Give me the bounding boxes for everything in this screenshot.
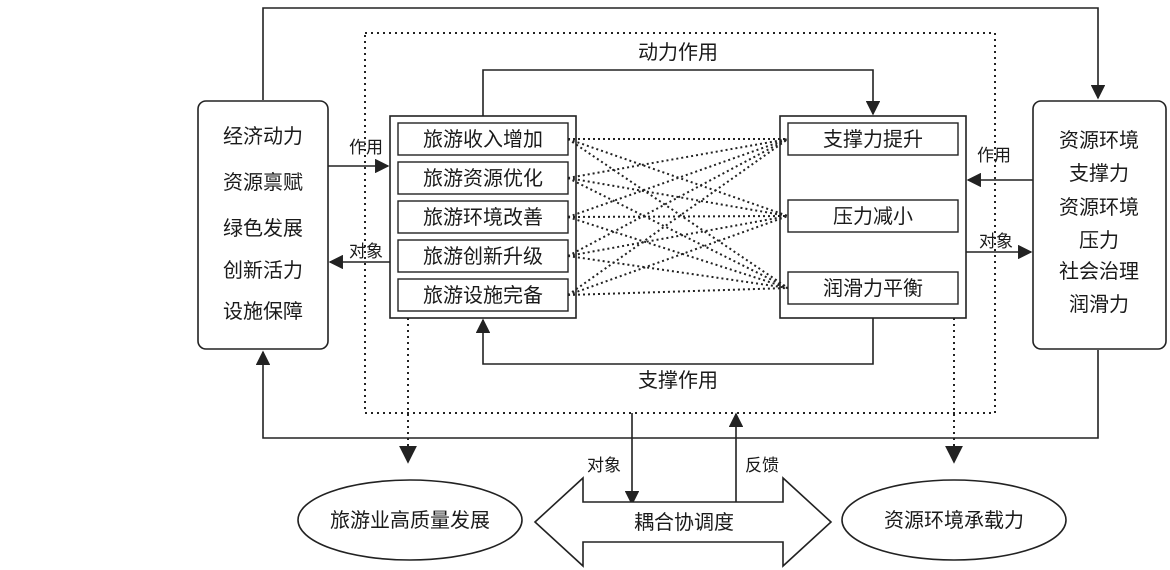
object-bottom-label: 对象 [587, 456, 621, 476]
right-factor: 资源环境 [1059, 128, 1139, 152]
right-factor: 支撑力 [1069, 161, 1129, 185]
left-factor: 绿色发展 [223, 216, 303, 240]
coupling-label: 耦合协调度 [634, 510, 734, 534]
right-factor-box [1032, 100, 1167, 350]
tourism-item: 旅游资源优化 [423, 166, 543, 190]
right-effect-label: 作用 [977, 146, 1011, 166]
right-factor-labels: 资源环境 支撑力 资源环境 压力 社会治理 润滑力 [1059, 128, 1139, 316]
tourism-item: 旅游环境改善 [423, 205, 543, 229]
support-label: 支撑作用 [638, 368, 718, 392]
left-factor-box [197, 100, 329, 350]
power-arrow [482, 69, 881, 116]
left-object-label: 对象 [349, 242, 383, 262]
power-label: 动力作用 [638, 40, 718, 64]
right-factor: 润滑力 [1069, 292, 1129, 316]
right-factor: 资源环境 [1059, 195, 1139, 219]
tourism-output-label: 旅游业高质量发展 [330, 508, 490, 532]
resource-item: 压力减小 [833, 204, 913, 228]
resource-output-ellipse [841, 479, 1067, 561]
left-factor: 设施保障 [223, 299, 303, 323]
resource-item: 润滑力平衡 [823, 276, 923, 300]
tourism-item: 旅游创新升级 [423, 244, 543, 268]
left-factor: 经济动力 [223, 124, 303, 148]
right-factor: 社会治理 [1059, 259, 1139, 283]
right-object-label: 对象 [979, 232, 1013, 252]
left-factor: 创新活力 [223, 258, 303, 282]
resource-item-labels: 支撑力提升 压力减小 润滑力平衡 [823, 127, 923, 300]
bottom-loop-line [255, 350, 1099, 439]
system-boundary [364, 32, 996, 414]
right-factor: 压力 [1079, 228, 1119, 252]
coupling-double-arrow [533, 476, 833, 568]
left-effect-label: 作用 [349, 138, 383, 158]
resource-output-label: 资源环境承载力 [884, 508, 1024, 532]
support-arrow [475, 318, 874, 365]
tourism-item: 旅游设施完备 [423, 283, 543, 307]
top-loop-line [262, 7, 1106, 100]
tourism-item-labels: 旅游收入增加 旅游资源优化 旅游环境改善 旅游创新升级 旅游设施完备 [423, 127, 543, 307]
tourism-item: 旅游收入增加 [423, 127, 543, 151]
resource-item: 支撑力提升 [823, 127, 923, 151]
coupling-links [567, 138, 789, 296]
resource-item-boxes [787, 122, 959, 305]
tourism-output-ellipse [297, 479, 523, 561]
left-factor: 资源禀赋 [223, 170, 303, 194]
left-factor-labels: 经济动力 资源禀赋 绿色发展 创新活力 设施保障 [223, 124, 303, 323]
feedback-label: 反馈 [745, 456, 779, 476]
